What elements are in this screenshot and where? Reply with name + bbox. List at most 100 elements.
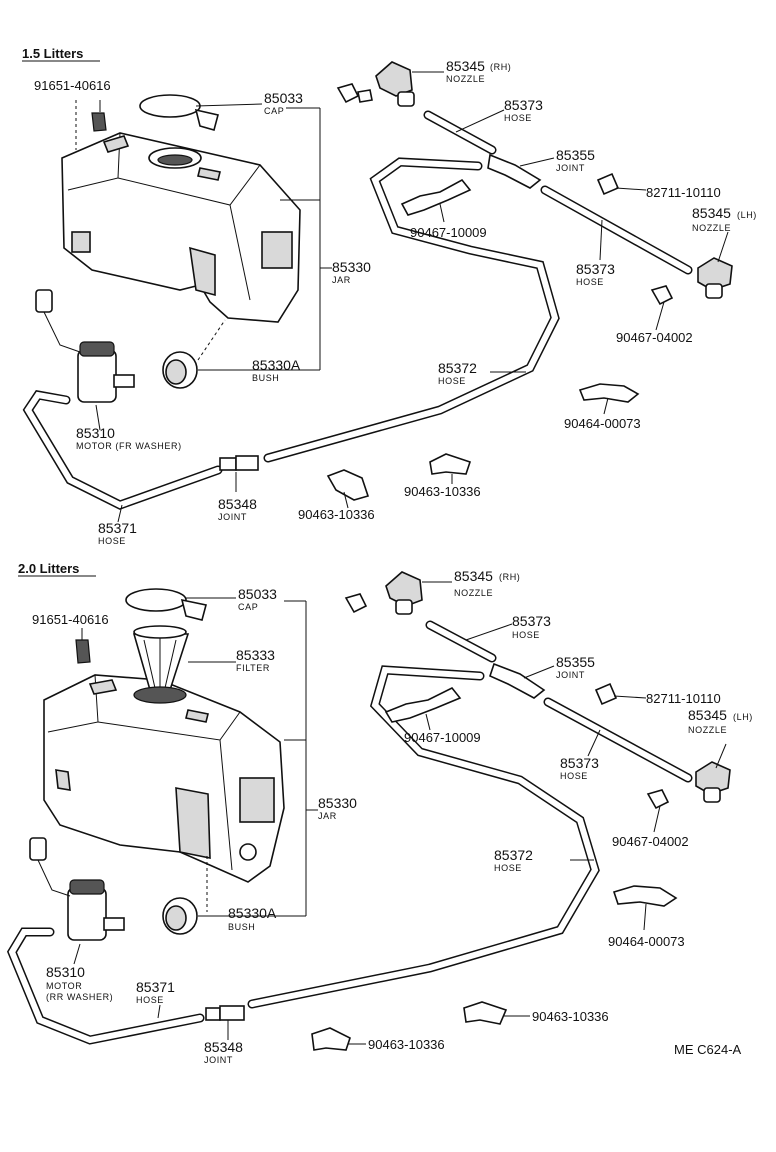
washer-jar	[43, 674, 285, 883]
label-nozzle-rh-side: (RH)	[490, 62, 511, 72]
part-labels: 91651-40616 85033 CAP 85333 FILTER 85330…	[32, 568, 753, 1065]
label-hose371-nm: HOSE	[136, 995, 164, 1005]
label-filter-no: 85333	[236, 647, 275, 663]
label-joint355-nm: JOINT	[556, 670, 585, 680]
hose-network	[22, 110, 693, 510]
clamp-00073-icon	[612, 885, 678, 907]
section-1-5-litters: 1.5 Litters	[22, 46, 757, 546]
label-jar-nm: JAR	[332, 275, 351, 285]
label-bush-nm: BUSH	[228, 922, 255, 932]
clamp-00073-icon	[578, 383, 640, 403]
label-hose371-no: 85371	[136, 979, 175, 995]
label-hose372-no: 85372	[494, 847, 533, 863]
label-motor-no: 85310	[46, 964, 85, 980]
label-clamp336b: 90463-10336	[368, 1037, 445, 1052]
label-filter-nm: FILTER	[236, 663, 270, 673]
cap-icon	[139, 94, 219, 131]
leader-lines	[95, 71, 729, 523]
section-title: 1.5 Litters	[22, 46, 83, 61]
label-bolt: 91651-40616	[34, 78, 111, 93]
label-nozzle-lh-side: (LH)	[733, 712, 753, 722]
tee-joint-icon	[489, 662, 546, 699]
label-hose373b-no: 85373	[560, 755, 599, 771]
motor-icon	[29, 837, 125, 941]
nozzle-lh-icon	[650, 257, 733, 306]
label-hose372-nm: HOSE	[494, 863, 522, 873]
label-bolt: 91651-40616	[32, 612, 109, 627]
label-nozzle-lh-nm: NOZZLE	[692, 223, 731, 233]
bolt-icon	[75, 639, 91, 664]
label-nozzle-lh-side: (LH)	[737, 210, 757, 220]
label-motor-nm1: MOTOR	[46, 981, 82, 991]
label-cap-nm: CAP	[238, 602, 258, 612]
nozzle-rh-icon	[336, 61, 415, 107]
label-joint355-no: 85355	[556, 147, 595, 163]
label-motor-nm2: (RR WASHER)	[46, 992, 113, 1002]
label-clamp073: 90464-00073	[564, 416, 641, 431]
clamp-10009-icon	[400, 178, 472, 216]
clip-icon	[594, 682, 618, 706]
nozzle-rh-icon	[344, 571, 423, 615]
label-clip110: 82711-10110	[646, 691, 721, 706]
clamp-10336b-icon	[311, 1027, 351, 1051]
label-clamp073: 90464-00073	[608, 934, 685, 949]
clamp-10009-icon	[384, 686, 462, 723]
label-joint348-no: 85348	[204, 1039, 243, 1055]
label-motor-nm: MOTOR (FR WASHER)	[76, 441, 182, 451]
label-joint348-no: 85348	[218, 496, 257, 512]
label-nozzle-rh-no: 85345	[454, 568, 493, 584]
label-bush-no: 85330A	[252, 357, 301, 373]
cap-icon	[125, 588, 207, 621]
label-jar-nm: JAR	[318, 811, 337, 821]
motor-icon	[35, 289, 135, 403]
label-nozzle-rh-nm: NOZZLE	[446, 74, 485, 84]
label-nozzle-lh-nm: NOZZLE	[688, 725, 727, 735]
clamp-10336a-icon	[429, 453, 472, 475]
label-joint355-nm: JOINT	[556, 163, 585, 173]
label-joint348-nm: JOINT	[204, 1055, 233, 1065]
hose-network	[6, 620, 693, 1045]
label-hose373b-nm: HOSE	[560, 771, 588, 781]
label-nozzle-rh-nm: NOZZLE	[454, 588, 493, 598]
clamp-10336a-icon	[463, 1001, 508, 1025]
footer-code: ME C624-A	[674, 1042, 742, 1057]
label-nozzle-lh-no: 85345	[688, 707, 727, 723]
clip-icon	[596, 172, 620, 196]
label-hose372-nm: HOSE	[438, 376, 466, 386]
label-hose373a-no: 85373	[504, 97, 543, 113]
nozzle-lh-icon	[646, 761, 731, 810]
label-bush-no: 85330A	[228, 905, 277, 921]
label-nozzle-lh-no: 85345	[692, 205, 731, 221]
label-joint355-no: 85355	[556, 654, 595, 670]
joint-icon	[205, 1005, 245, 1021]
label-hose371-nm: HOSE	[98, 536, 126, 546]
label-jar-no: 85330	[318, 795, 357, 811]
clamp-10336b-icon	[326, 469, 370, 501]
label-bush-nm: BUSH	[252, 373, 279, 383]
label-hose373b-no: 85373	[576, 261, 615, 277]
label-clamp336b: 90463-10336	[298, 507, 375, 522]
label-hose373a-nm: HOSE	[504, 113, 532, 123]
label-nozzle-rh-side: (RH)	[499, 572, 520, 582]
part-labels: 91651-40616 85033 CAP 85330 JAR 85330A B…	[34, 58, 757, 546]
label-clamp009: 90467-10009	[410, 225, 487, 240]
label-hose373a-no: 85373	[512, 613, 551, 629]
label-clip002: 90467-04002	[612, 834, 689, 849]
label-cap-nm: CAP	[264, 106, 284, 116]
label-clamp336a: 90463-10336	[532, 1009, 609, 1024]
section-2-0-litters: 2.0 Litters	[6, 561, 753, 1065]
bush-icon	[162, 856, 208, 935]
label-jar-no: 85330	[332, 259, 371, 275]
label-clamp009: 90467-10009	[404, 730, 481, 745]
label-cap-no: 85033	[238, 586, 277, 602]
label-cap-no: 85033	[264, 90, 303, 106]
label-clip002: 90467-04002	[616, 330, 693, 345]
label-motor-no: 85310	[76, 425, 115, 441]
label-hose371-no: 85371	[98, 520, 137, 536]
label-hose373a-nm: HOSE	[512, 630, 540, 640]
bolt-icon	[75, 100, 107, 150]
section-title: 2.0 Litters	[18, 561, 79, 576]
washer-jar	[61, 132, 301, 323]
bush-icon	[162, 319, 226, 389]
